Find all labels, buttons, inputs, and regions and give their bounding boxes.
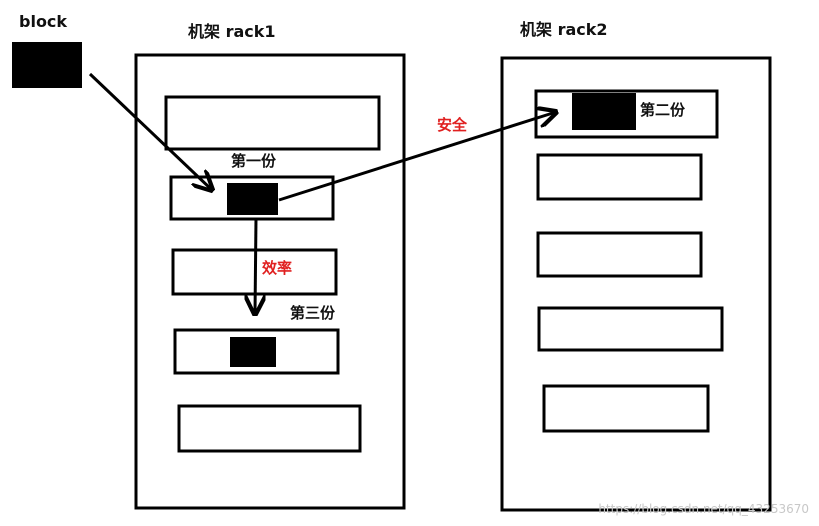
rack1-slot-2 (169, 175, 335, 221)
rack2-frame (500, 56, 772, 512)
rack2-slot-5 (542, 384, 710, 433)
arrow-copy1-to-copy3 (255, 217, 256, 314)
copy1-label: 第一份 (231, 152, 277, 170)
rack1-slot-1 (164, 95, 381, 151)
copy1-block (227, 183, 278, 215)
efficiency-label: 效率 (262, 259, 293, 277)
rack2-slot-4 (537, 306, 724, 352)
rack2-slot-3 (536, 231, 703, 278)
copy2-label: 第二份 (640, 101, 686, 119)
watermark: https://blog.csdn.net/qq_43253670 (598, 502, 809, 516)
copy3-label: 第三份 (290, 304, 336, 322)
copy2-block (572, 93, 636, 130)
block-label: block (19, 12, 68, 31)
arrow-copy1-to-copy2 (278, 112, 556, 202)
rack1-frame (134, 53, 406, 510)
source-block (12, 42, 82, 88)
rack2-slot-2 (536, 153, 703, 201)
rack1-slot-4 (173, 328, 340, 375)
rack1-title: 机架 rack1 (188, 22, 276, 41)
arrow-block-to-copy1 (88, 72, 212, 190)
rack2-title: 机架 rack2 (520, 20, 608, 39)
safety-label: 安全 (437, 116, 468, 134)
rack1-slot-5 (177, 404, 362, 453)
copy3-block (230, 337, 276, 367)
